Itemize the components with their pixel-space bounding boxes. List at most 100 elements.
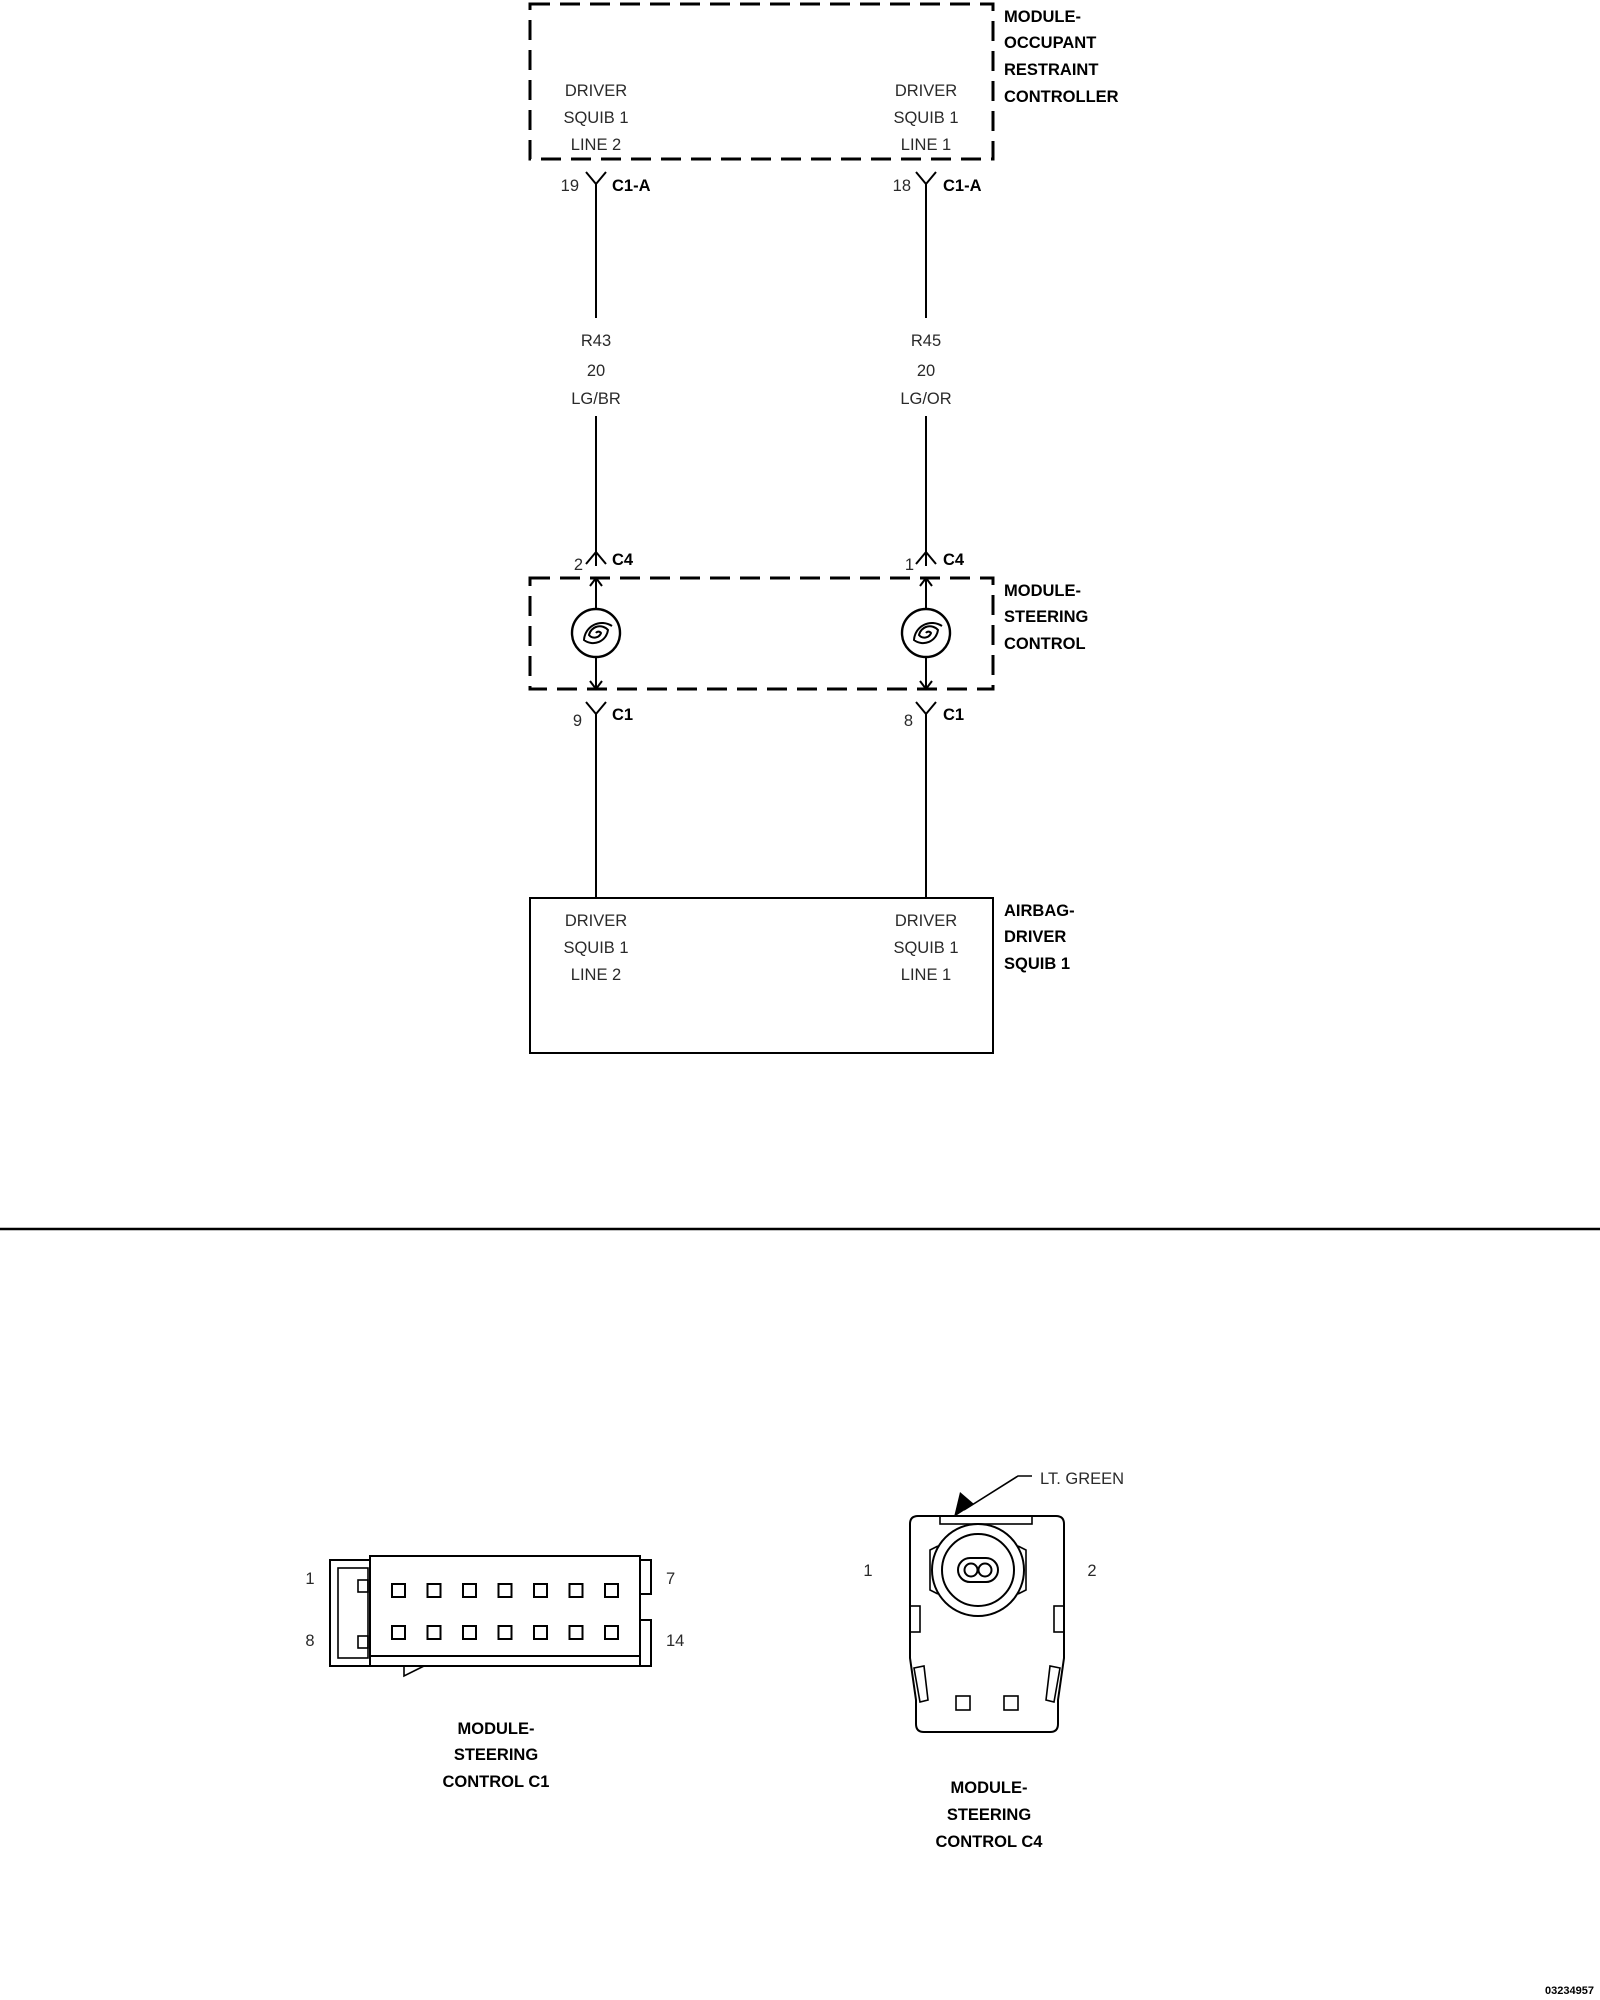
connector-c4-left: 2 C4 [574,550,634,574]
wire-r43: R43 20 LG/BR [571,184,621,566]
c1-cavity [533,1583,548,1598]
connector-name: C4 [943,551,965,569]
connector-c1-right: 8 C1 [904,701,964,730]
orc-name-line-4: CONTROLLER [1004,88,1119,106]
connector-pin: 2 [574,556,583,574]
steering-name-line-2: STEERING [1004,608,1088,626]
wire-r45: R45 20 LG/OR [900,184,952,566]
figure-id: 03234957 [1545,1985,1594,1997]
airbag-left-pin-line-1: DRIVER [565,912,627,930]
c1-caption-line-3: CONTROL C1 [443,1773,550,1791]
c1-cavity [391,1583,406,1598]
c4-terminal-ring-inner [941,1533,1015,1607]
connector-pin: 8 [904,712,913,730]
connector-symbol [915,171,937,186]
connector-name: C1 [612,706,633,724]
airbag-name-line-1: AIRBAG- [1004,902,1075,920]
c4-color-label: LT. GREEN [1040,1470,1124,1488]
spiral [582,621,613,645]
c4-leader-line [963,1475,1032,1511]
orc-name-line-1: MODULE- [1004,8,1081,26]
c1-left-latch [329,1559,371,1667]
c4-leader-arrow [954,1492,974,1517]
c4-caption-line-3: CONTROL C4 [936,1833,1044,1851]
orc-module: MODULE- OCCUPANT RESTRAINT CONTROLLER DR… [528,2,1119,161]
c4-caption-line-1: MODULE- [951,1779,1028,1797]
steering-module-outline [528,576,995,691]
airbag-right-pin-line-3: LINE 1 [901,966,951,984]
wire-color: LG/OR [900,390,951,408]
connector-symbol [915,701,937,716]
c1-cavity [426,1625,442,1640]
airbag-right-pin-line-1: DRIVER [895,912,957,930]
c4-terminal-2 [977,1562,993,1578]
c4-pin-label-2: 2 [1087,1562,1096,1580]
connector-symbol [585,171,607,186]
connector-name: C1 [943,706,964,724]
c1-cavity [568,1625,584,1640]
c1-pin-label-8: 8 [305,1632,314,1650]
connector-name: C1-A [612,177,651,195]
airbag-name-line-2: DRIVER [1004,928,1066,946]
wire-circuit: R45 [911,332,941,350]
c1-cavity [426,1583,442,1598]
airbag-module-outline [529,897,994,1054]
c4-housing [909,1515,1065,1733]
steering-name-line-3: CONTROL [1004,635,1086,653]
orc-right-pin-line-3: LINE 1 [901,136,951,154]
c1-cavity [604,1583,619,1598]
c4-cavity-a [955,1695,971,1711]
c1-cavity [462,1625,477,1640]
orc-name-line-3: RESTRAINT [1004,61,1098,79]
orc-left-pin-line-2: SQUIB 1 [563,109,628,127]
c1-cavity [604,1625,619,1640]
c1-key [403,1665,425,1678]
steering-name-line-1: MODULE- [1004,582,1081,600]
connector-name: C1-A [943,177,982,195]
connector-pin: 19 [561,177,579,195]
orc-module-outline [528,2,995,161]
c1-housing [369,1555,641,1657]
connector-c1-left: 9 C1 [573,701,633,730]
c1-pin-label-14: 14 [666,1632,684,1650]
c1-pin-label-1: 1 [305,1570,314,1588]
airbag-left-pin-line-3: LINE 2 [571,966,621,984]
clockspring-right [900,576,952,691]
c4-terminal-ring-outer [931,1523,1025,1617]
steering-module: MODULE- STEERING CONTROL [528,576,1088,691]
c4-shorting-bar [957,1557,999,1583]
connector-symbol [585,701,607,716]
airbag-module: AIRBAG- DRIVER SQUIB 1 DRIVER SQUIB 1 LI… [529,897,1075,1054]
spiral [912,621,943,645]
connector-pin: 1 [905,556,914,574]
c1-right-tab-top [639,1559,652,1595]
orc-left-pin-line-1: DRIVER [565,82,627,100]
c1-cavity [568,1583,584,1598]
airbag-right-pin-line-2: SQUIB 1 [893,939,958,957]
c1-cavities [391,1583,619,1640]
connector-pin: 18 [893,177,911,195]
connector-pin: 9 [573,712,582,730]
connector-c4-right: 1 C4 [905,550,965,574]
connector-symbol [585,550,607,565]
c4-latch-right [1053,1605,1065,1633]
connector-c1a-right: 18 C1-A [893,171,982,195]
airbag-left-pin-line-2: SQUIB 1 [563,939,628,957]
connector-c1-face-view: 1 8 7 14 MODULE- STEERING CONTROL C1 [305,1555,684,1791]
c1-caption-line-1: MODULE- [458,1720,535,1738]
orc-left-pin-line-3: LINE 2 [571,136,621,154]
c4-terminal-1 [963,1562,979,1578]
c4-latch-left [909,1605,921,1633]
c1-cavity [497,1625,513,1640]
connector-symbol [915,550,937,565]
connector-name: C4 [612,551,634,569]
orc-right-pin-line-2: SQUIB 1 [893,109,958,127]
connector-c4-face-view: LT. GREEN 1 2 MODULE- STEERING CONTROL C… [863,1470,1124,1851]
wire-circuit: R43 [581,332,611,350]
c1-cavity [533,1625,548,1640]
c1-right-tab-bottom [639,1619,652,1667]
c1-cavity [462,1583,477,1598]
airbag-name-line-3: SQUIB 1 [1004,955,1070,973]
wire-color: LG/BR [571,390,621,408]
